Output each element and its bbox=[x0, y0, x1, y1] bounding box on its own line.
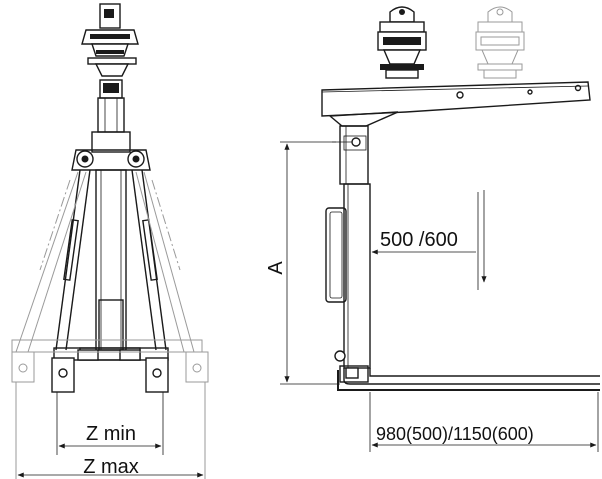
left-pin-icon bbox=[76, 150, 94, 168]
right-pin-icon bbox=[127, 150, 145, 168]
side-rotator-ghost-icon bbox=[475, 6, 525, 79]
z-max-label: Z max bbox=[83, 456, 139, 478]
front-right-fork-icon bbox=[145, 357, 169, 393]
front-rotator-icon bbox=[81, 3, 139, 77]
front-left-fork-icon bbox=[51, 357, 75, 393]
load-centre-label: 500 /600 bbox=[380, 229, 458, 251]
side-view: A 500 /600 980(500)/1150(600) bbox=[265, 6, 600, 452]
front-view: Z min Z max bbox=[11, 3, 209, 479]
dimension-a-label: A bbox=[265, 261, 287, 275]
side-rotator-icon bbox=[377, 6, 427, 79]
fork-length-label: 980(500)/1150(600) bbox=[376, 424, 534, 444]
z-min-label: Z min bbox=[86, 423, 136, 445]
